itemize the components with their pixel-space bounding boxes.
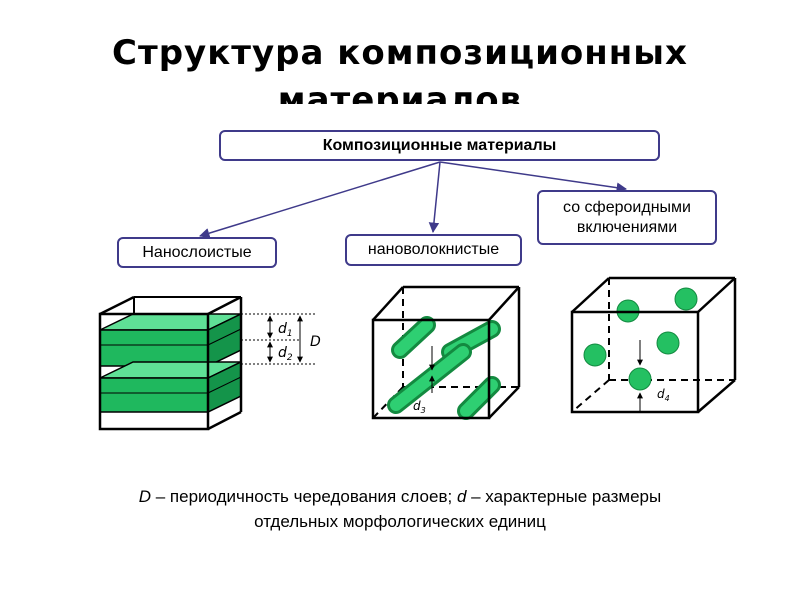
fibers <box>387 316 501 420</box>
green-layer-2 <box>99 360 242 414</box>
spheroid-box: со сфероидными включениями <box>537 190 717 245</box>
caption-part2: – характерные размеры <box>466 487 662 506</box>
slide-title: Структура композиционных <box>112 33 688 73</box>
arrow-to-fibrous <box>428 161 441 234</box>
caption-symbol-D: D <box>138 487 152 506</box>
spheroid-cube: d4 <box>570 276 737 414</box>
label-d4: d4 <box>657 387 670 403</box>
fibrous-cube: d3 <box>371 285 521 420</box>
caption-part1: – периодичность чередования слоев; <box>151 487 457 506</box>
spheroid-label-line1: со сфероидными <box>563 198 691 216</box>
layered-box: Нанослоистые <box>117 237 277 268</box>
arrow-to-spheroid <box>439 161 628 193</box>
composite-materials-label: Композиционные материалы <box>322 136 557 154</box>
arrow-to-layered <box>198 161 441 239</box>
composite-materials-box: Композиционные материалы <box>219 130 660 161</box>
caption-symbol-d: d <box>456 487 467 506</box>
spheroid-label-line2: включениями <box>576 218 678 236</box>
label-d3: d3 <box>413 399 426 415</box>
caption-line-1: D – периодичность чередования слоев; d –… <box>0 487 800 507</box>
slide-title-clip: материалов <box>0 80 800 104</box>
spheres <box>583 287 698 391</box>
label-d1: d1 <box>278 321 293 339</box>
spheroid-label: со сфероидными включениями <box>563 198 691 238</box>
slide-title-line2: материалов <box>277 80 523 104</box>
label-d2: d2 <box>278 345 293 363</box>
connector-arrows <box>198 161 628 239</box>
fibrous-label: нановолокнистые <box>367 241 500 258</box>
layered-cube: d1 d2 D <box>98 295 321 431</box>
fibrous-box: нановолокнистые <box>345 234 522 266</box>
green-layer-1 <box>99 312 242 368</box>
caption-line-2: отдельных морфологических единиц <box>254 512 546 531</box>
label-D: D <box>310 334 321 350</box>
layered-label: Нанослоистые <box>142 243 252 261</box>
